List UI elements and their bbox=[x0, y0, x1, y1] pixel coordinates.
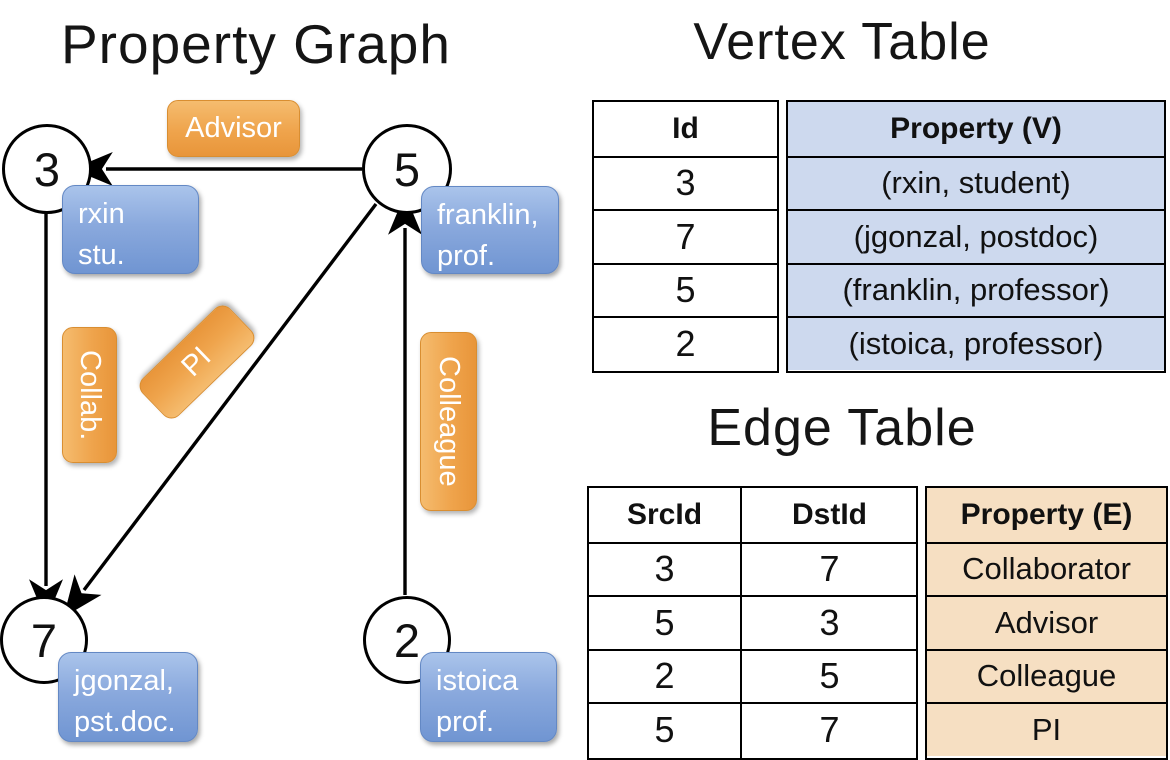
vertex-table-cell-id: 5 bbox=[594, 262, 777, 317]
node-id-label: 5 bbox=[393, 142, 421, 196]
vertex-property-line: istoica bbox=[436, 665, 519, 697]
edge-table-id-columns: SrcId 3 5 2 5 DstId 7 3 5 7 bbox=[587, 486, 918, 760]
vertex-table-header-property: Property (V) bbox=[788, 102, 1164, 156]
vertex-table-cell-id: 7 bbox=[594, 209, 777, 263]
edge-table-cell-srcid: 5 bbox=[589, 595, 740, 649]
graph-node-2: 2 bbox=[363, 596, 451, 684]
edge-table-cell-srcid: 3 bbox=[589, 541, 740, 596]
vertex-table-header-id: Id bbox=[672, 111, 699, 145]
vertex-property-line: franklin, bbox=[437, 199, 539, 231]
vertex-property-line: pst.doc. bbox=[74, 706, 176, 739]
edge-pi-5-to-7 bbox=[63, 202, 378, 618]
vertex-property-line: jgonzal, bbox=[74, 665, 174, 697]
edge-table-srcid-column: SrcId 3 5 2 5 bbox=[589, 488, 740, 758]
edge-table-header-dstid: DstId bbox=[792, 497, 867, 531]
vertex-table-cell-property: (rxin, student) bbox=[788, 155, 1164, 209]
edge-table-cell-dstid: 7 bbox=[742, 541, 917, 596]
node-id-label: 3 bbox=[33, 142, 61, 196]
edge-table-title: Edge Table bbox=[707, 399, 977, 457]
graph-title: Property Graph bbox=[60, 13, 451, 75]
vertex-table-property-column: Property (V) (rxin, student) (jgonzal, p… bbox=[786, 100, 1166, 373]
vertex-table-cell-property: (franklin, professor) bbox=[788, 262, 1164, 316]
vertex-table-id-column: Id 3 7 5 2 bbox=[592, 100, 779, 373]
vertex-property-box-franklin: franklin, prof. bbox=[421, 186, 559, 274]
vertex-table-title: Vertex Table bbox=[693, 13, 991, 71]
vertex-table-cell-property: (jgonzal, postdoc) bbox=[788, 209, 1164, 263]
edge-label-colleague: Colleague bbox=[420, 332, 477, 511]
edge-table-cell-property: Advisor bbox=[927, 595, 1166, 649]
graph-node-5: 5 bbox=[362, 124, 452, 214]
edge-table-header-property: Property (E) bbox=[927, 488, 1166, 542]
vertex-property-line: prof. bbox=[436, 706, 495, 739]
edge-label-collab: Collab. bbox=[62, 327, 117, 463]
vertex-property-box-jgonzal: jgonzal, pst.doc. bbox=[58, 652, 198, 742]
edge-table-dstid-column: DstId 7 3 5 7 bbox=[740, 488, 917, 758]
edge-table-header-srcid: SrcId bbox=[626, 497, 703, 531]
edge-table-cell-dstid: 5 bbox=[742, 648, 917, 703]
edge-table-cell-property: Collaborator bbox=[927, 541, 1166, 595]
vertex-property-line: rxin bbox=[78, 198, 125, 230]
node-id-label: 2 bbox=[393, 613, 421, 667]
vertex-property-box-istoica: istoica prof. bbox=[420, 652, 557, 742]
edge-label-advisor: Advisor bbox=[167, 100, 300, 157]
vertex-table-cell-id: 2 bbox=[594, 316, 777, 370]
vertex-table-cell-id: 3 bbox=[594, 155, 777, 210]
edge-table-cell-property: PI bbox=[927, 702, 1166, 756]
edge-table-cell-property: Colleague bbox=[927, 648, 1166, 702]
edge-table-cell-srcid: 5 bbox=[589, 702, 740, 756]
edge-table-cell-dstid: 3 bbox=[742, 595, 917, 649]
vertex-property-line: prof. bbox=[437, 240, 496, 273]
edge-table-cell-srcid: 2 bbox=[589, 648, 740, 703]
edge-table-property-column: Property (E) Collaborator Advisor Collea… bbox=[925, 486, 1168, 760]
vertex-table-cell-property: (istoica, professor) bbox=[788, 316, 1164, 370]
vertex-property-line: stu. bbox=[78, 239, 125, 272]
edge-table-cell-dstid: 7 bbox=[742, 702, 917, 756]
graph-edges-canvas bbox=[29, 152, 422, 620]
node-id-label: 7 bbox=[30, 613, 58, 667]
vertex-property-box-rxin: rxin stu. bbox=[62, 185, 199, 274]
